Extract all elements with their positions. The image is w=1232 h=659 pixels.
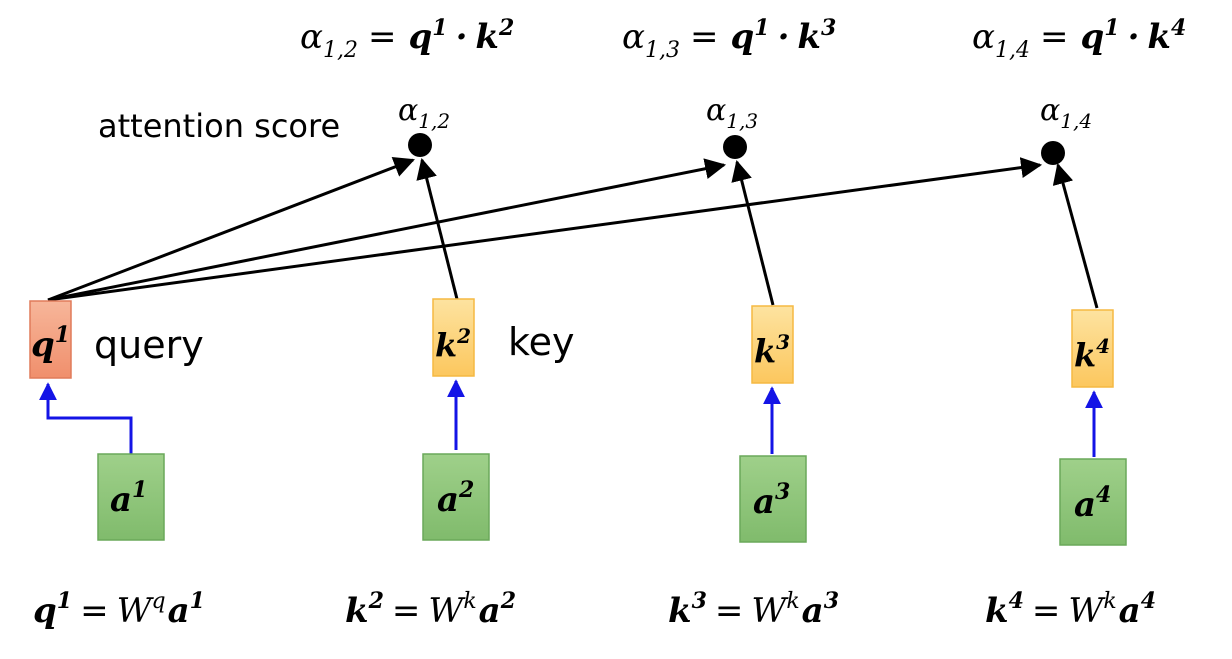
input-box-2 — [422, 453, 490, 541]
key-vector-label-4: k4 — [1074, 334, 1110, 374]
formula-q-idx: 1 — [432, 15, 447, 41]
input-vector-label-3: a3 — [753, 479, 790, 522]
formula-k-idx: 2 — [498, 15, 514, 41]
projection-formula-1: q1=Wqa1 — [33, 588, 205, 631]
arrow-q-to-score-1-4 — [47, 157, 1043, 302]
input-box-1 — [97, 453, 165, 541]
score-label-1-3: α1,3 — [706, 93, 758, 133]
key-label: key — [508, 320, 575, 364]
formula-alpha: α — [300, 17, 323, 57]
query-label: query — [94, 323, 204, 367]
input-vector-label-4: a4 — [1074, 482, 1111, 525]
score-node-1-3 — [723, 135, 747, 159]
score-label-1-4: α1,4 — [1040, 93, 1092, 133]
arrow-a1-to-q — [39, 382, 133, 454]
dot-formula-1-2: α1,2 = q1 ·k2 — [300, 15, 514, 63]
score-node-1-4 — [1041, 141, 1065, 165]
key-vector-label-3: k3 — [754, 330, 790, 370]
key-box-2 — [432, 298, 475, 377]
key-vector-label-2: k2 — [435, 324, 471, 364]
projection-arrows — [39, 379, 1103, 457]
score-node-1-2 — [408, 133, 432, 157]
arrow-k3-to-score — [731, 159, 775, 306]
key-box-4 — [1071, 309, 1114, 388]
formula-eq: = — [368, 17, 397, 57]
input-box-3 — [739, 455, 807, 543]
arrow-k2-to-score — [416, 157, 460, 304]
score-label-1-2: α1,2 — [398, 93, 450, 133]
projection-formula-3: k3=Wka3 — [668, 588, 839, 631]
projection-formula-2: k2=Wka2 — [345, 588, 516, 631]
dot-formula-1-3: α1,3=q1·k3 — [622, 15, 836, 63]
arrow-q-to-score-1-2 — [47, 156, 415, 302]
formula-dot: · — [456, 17, 468, 57]
key-box-3 — [751, 305, 794, 384]
input-box-4 — [1059, 458, 1127, 546]
arrow-q-to-score-1-3 — [47, 158, 727, 302]
formula-alpha-sub: 1,2 — [323, 38, 358, 63]
query-box — [29, 300, 72, 379]
attention-score-label: attention score — [98, 107, 340, 145]
formula-k: k — [475, 17, 499, 57]
formula-q: q — [408, 17, 432, 57]
projection-formula-4: k4=Wka4 — [985, 588, 1156, 631]
arrow-k4-to-score — [1052, 162, 1099, 309]
query-vector-label: q1 — [31, 322, 70, 365]
input-vector-label-1: a1 — [110, 477, 147, 520]
input-vector-label-2: a2 — [437, 477, 474, 520]
score-arrows — [47, 156, 1099, 309]
dot-formula-1-4: α1,4=q1·k4 — [972, 15, 1186, 63]
